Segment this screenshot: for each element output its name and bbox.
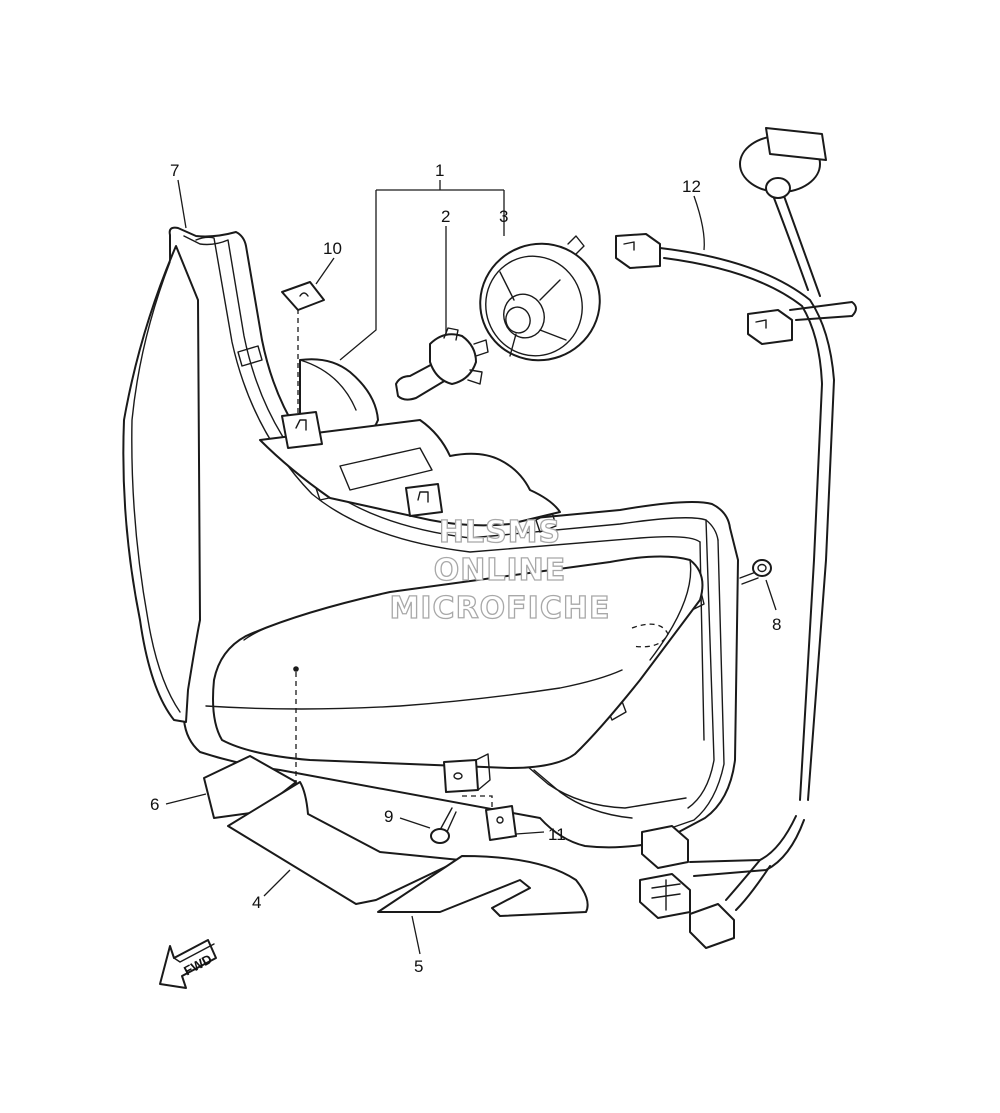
callout-8: 8 — [772, 615, 781, 634]
callout-9: 9 — [384, 807, 393, 826]
watermark-line-3: MICROFICHE — [390, 591, 611, 626]
nut-11 — [485, 805, 517, 841]
callout-2: 2 — [441, 207, 450, 226]
screw-9 — [430, 807, 457, 844]
bulb-socket-cover — [479, 235, 601, 362]
callout-3: 3 — [499, 207, 508, 226]
callout-5: 5 — [414, 957, 423, 976]
clip-nut-10 — [281, 281, 325, 311]
callout-labels: 1 2 3 4 5 6 7 8 9 10 11 12 — [150, 161, 781, 976]
callout-12: 12 — [682, 177, 701, 196]
callout-1: 1 — [435, 161, 444, 180]
watermark-line-2: ONLINE — [434, 553, 567, 588]
wire-harness-12 — [615, 127, 857, 949]
callout-10: 10 — [323, 239, 342, 258]
cover-4 — [227, 781, 461, 905]
callout-7: 7 — [170, 161, 179, 180]
watermark: HLSMS ONLINE MICROFICHE — [389, 514, 611, 626]
headlight-lens — [122, 245, 201, 723]
callout-11: 11 — [548, 825, 566, 844]
leader-lines — [165, 179, 777, 955]
callout-6: 6 — [150, 795, 159, 814]
watermark-line-1: HLSMS — [439, 515, 561, 550]
bolt-8 — [739, 559, 772, 585]
headlight-housing — [205, 358, 704, 793]
forward-direction-arrow: FWD — [159, 939, 217, 989]
callout-4: 4 — [252, 893, 261, 912]
cover-5 — [377, 855, 589, 917]
headlight-bulb — [395, 327, 489, 401]
